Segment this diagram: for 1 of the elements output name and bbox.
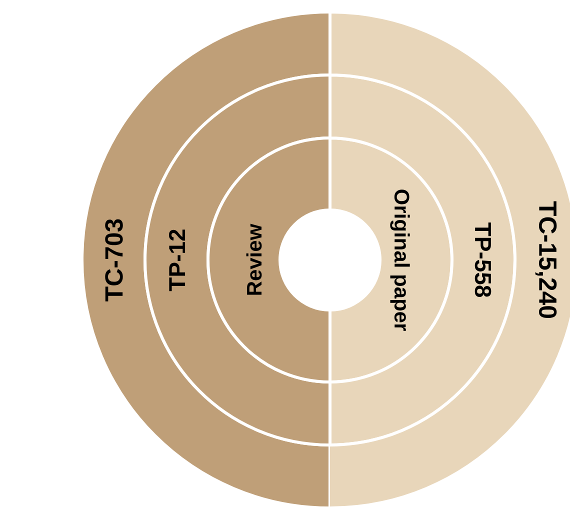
ring-segment: Review — [206, 136, 332, 384]
